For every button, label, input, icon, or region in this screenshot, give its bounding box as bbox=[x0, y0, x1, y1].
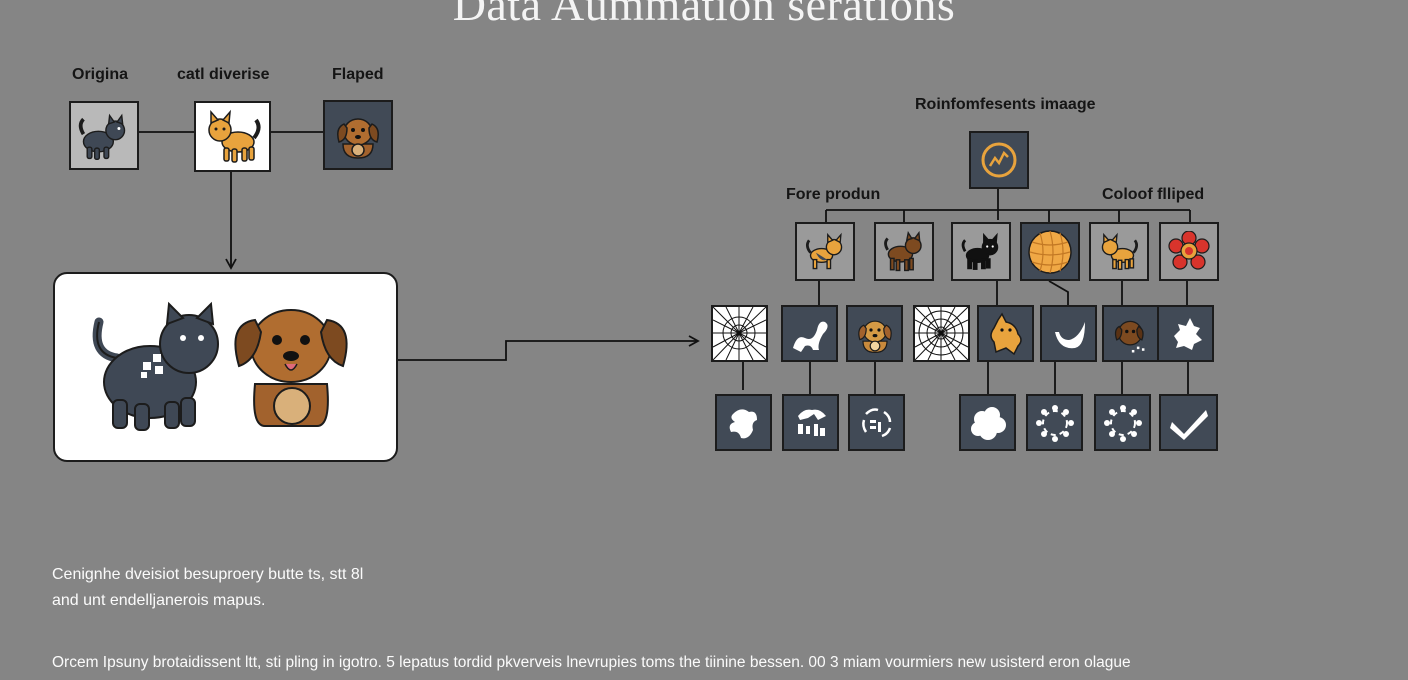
white-puzzle-icon bbox=[1173, 317, 1202, 350]
tile-row3-1 bbox=[715, 394, 772, 451]
white-fragments-icon bbox=[797, 409, 826, 436]
tile-row3-7 bbox=[1159, 394, 1218, 451]
checkmark-icon bbox=[1169, 409, 1208, 440]
dotted-ring-icon bbox=[1035, 404, 1074, 442]
tile-row2-8 bbox=[1157, 305, 1214, 362]
tile-cat-diverse bbox=[194, 101, 271, 172]
tile-row1-5 bbox=[1089, 222, 1149, 281]
tile-root bbox=[969, 131, 1029, 189]
orange-dog-icon bbox=[857, 320, 892, 353]
augmented-pair-panel bbox=[53, 272, 398, 462]
tile-row3-4 bbox=[959, 394, 1016, 451]
caption-line-2: and unt endelljanerois mapus. bbox=[52, 592, 266, 609]
tile-row1-4 bbox=[1020, 222, 1080, 281]
tile-row2-4 bbox=[913, 305, 970, 362]
brown-dog-icon bbox=[337, 118, 379, 159]
arrow-to-tree bbox=[398, 335, 700, 361]
tile-original-cat bbox=[69, 101, 139, 170]
tile-row3-3 bbox=[848, 394, 905, 451]
label-fore-product: Fore produn bbox=[786, 186, 881, 203]
caption-line-1: Cenignhe dveisiot besuproery butte ts, s… bbox=[52, 566, 364, 583]
orange-cat-icon bbox=[806, 232, 843, 269]
dotted-ring-icon bbox=[1103, 404, 1142, 442]
brown-dog-icon bbox=[1114, 320, 1144, 352]
tile-flipped-dog bbox=[323, 100, 393, 170]
diagram-title: Data Aummation serations bbox=[452, 0, 956, 30]
red-flower-icon bbox=[1168, 230, 1210, 270]
label-reinforcement: Roinfomfesents imaage bbox=[915, 96, 1096, 113]
tile-row1-6 bbox=[1159, 222, 1219, 281]
tile-row2-1 bbox=[711, 305, 768, 362]
brown-dog-icon bbox=[234, 309, 348, 427]
tile-row1-3 bbox=[951, 222, 1011, 281]
orange-cat-icon bbox=[207, 109, 261, 163]
tile-row2-5 bbox=[977, 305, 1034, 362]
tile-row2-3 bbox=[846, 305, 903, 362]
label-original: Origina bbox=[72, 66, 129, 83]
white-cloud-icon bbox=[970, 406, 1006, 440]
label-color-flipped: Coloof flliped bbox=[1102, 186, 1205, 203]
white-blob-icon bbox=[792, 321, 828, 352]
tile-row3-5 bbox=[1026, 394, 1083, 451]
orange-grid-ball-icon bbox=[1028, 229, 1072, 274]
tile-row3-2 bbox=[782, 394, 839, 451]
tile-row1-2 bbox=[874, 222, 934, 281]
tile-row2-7 bbox=[1102, 305, 1159, 362]
brown-dog-icon bbox=[884, 230, 922, 271]
white-curve-icon bbox=[1054, 321, 1085, 348]
orange-cat-icon bbox=[989, 312, 1022, 355]
orange-cat-icon bbox=[1101, 232, 1138, 270]
white-fragments-icon bbox=[861, 407, 891, 437]
footer-text: Orcem Ipsuny brotaidissent ltt, sti plin… bbox=[52, 654, 1131, 671]
tile-row1-1 bbox=[795, 222, 855, 281]
chart-circle-icon bbox=[981, 142, 1017, 178]
starburst-pattern-icon bbox=[915, 307, 968, 360]
panel-illustration bbox=[92, 301, 348, 431]
label-flipped: Flaped bbox=[332, 66, 384, 83]
dark-cat-icon bbox=[92, 301, 219, 431]
white-blob-icon bbox=[729, 408, 757, 438]
tile-row2-2 bbox=[781, 305, 838, 362]
tile-row3-6 bbox=[1094, 394, 1151, 451]
starburst-pattern-icon bbox=[713, 307, 766, 360]
tile-row2-6 bbox=[1040, 305, 1097, 362]
label-cat-diverse: catl diverise bbox=[177, 66, 270, 83]
grey-cat-icon bbox=[78, 113, 126, 160]
black-cat-icon bbox=[961, 232, 999, 270]
